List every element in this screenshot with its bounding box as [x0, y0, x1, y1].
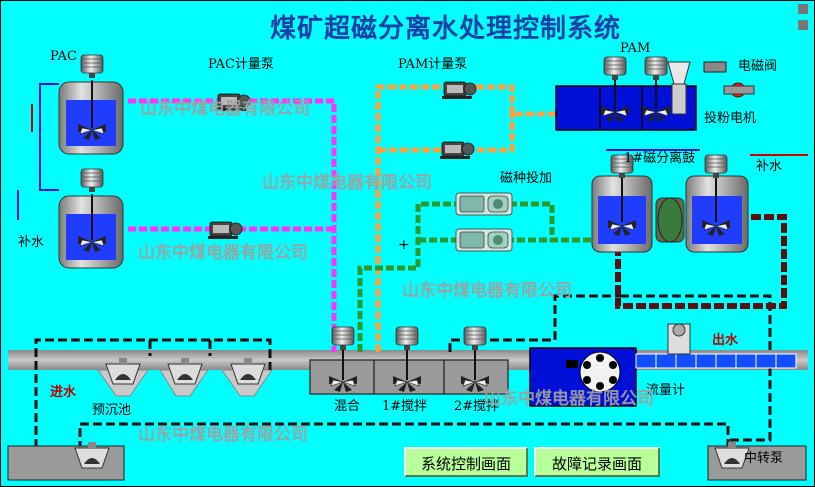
stirring1-label: 1#搅拌	[382, 399, 428, 414]
watermark-3: 山东中煤电器有限公司	[138, 243, 308, 263]
water-in-label: 进水	[50, 385, 77, 400]
powder-feeder-label: 投粉电机	[704, 111, 757, 126]
plus-sign: +	[398, 237, 410, 253]
water-out-label: 出水	[712, 333, 739, 348]
page-title: 煤矿超磁分离水处理控制系统	[270, 14, 622, 44]
makeup-water-right-label: 补水	[756, 159, 783, 174]
pac-pump-label: PAC计量泵	[208, 57, 274, 72]
system-control-button[interactable]: 系统控制画面	[404, 447, 528, 477]
pre-settling-label: 预沉池	[92, 403, 132, 418]
transfer-pump-label: 中转泵	[744, 451, 784, 466]
watermark-4: 山东中煤电器有限公司	[402, 281, 572, 301]
watermark-2: 山东中煤电器有限公司	[262, 173, 432, 193]
separator-label: 1#磁分离鼓	[624, 151, 696, 166]
pam-pump-label: PAM计量泵	[398, 57, 468, 72]
flowmeter-label: 流量计	[646, 383, 686, 398]
pam-label: PAM	[620, 41, 651, 56]
makeup-water-left-label: 补水	[18, 235, 45, 250]
magnetic-seed-label: 磁种投加	[500, 171, 553, 186]
stirring2-label: 2#搅拌	[454, 399, 500, 414]
watermark-5: 山东中煤电器有限公司	[484, 389, 654, 409]
watermark-6: 山东中煤电器有限公司	[138, 425, 308, 445]
watermark-1: 山东中煤电器有限公司	[140, 99, 310, 119]
fault-log-button[interactable]: 故障记录画面	[534, 447, 660, 477]
solenoid-valve-label: 电磁阀	[738, 59, 778, 74]
pac-label: PAC	[50, 49, 77, 64]
mixing-label: 混合	[334, 399, 361, 414]
